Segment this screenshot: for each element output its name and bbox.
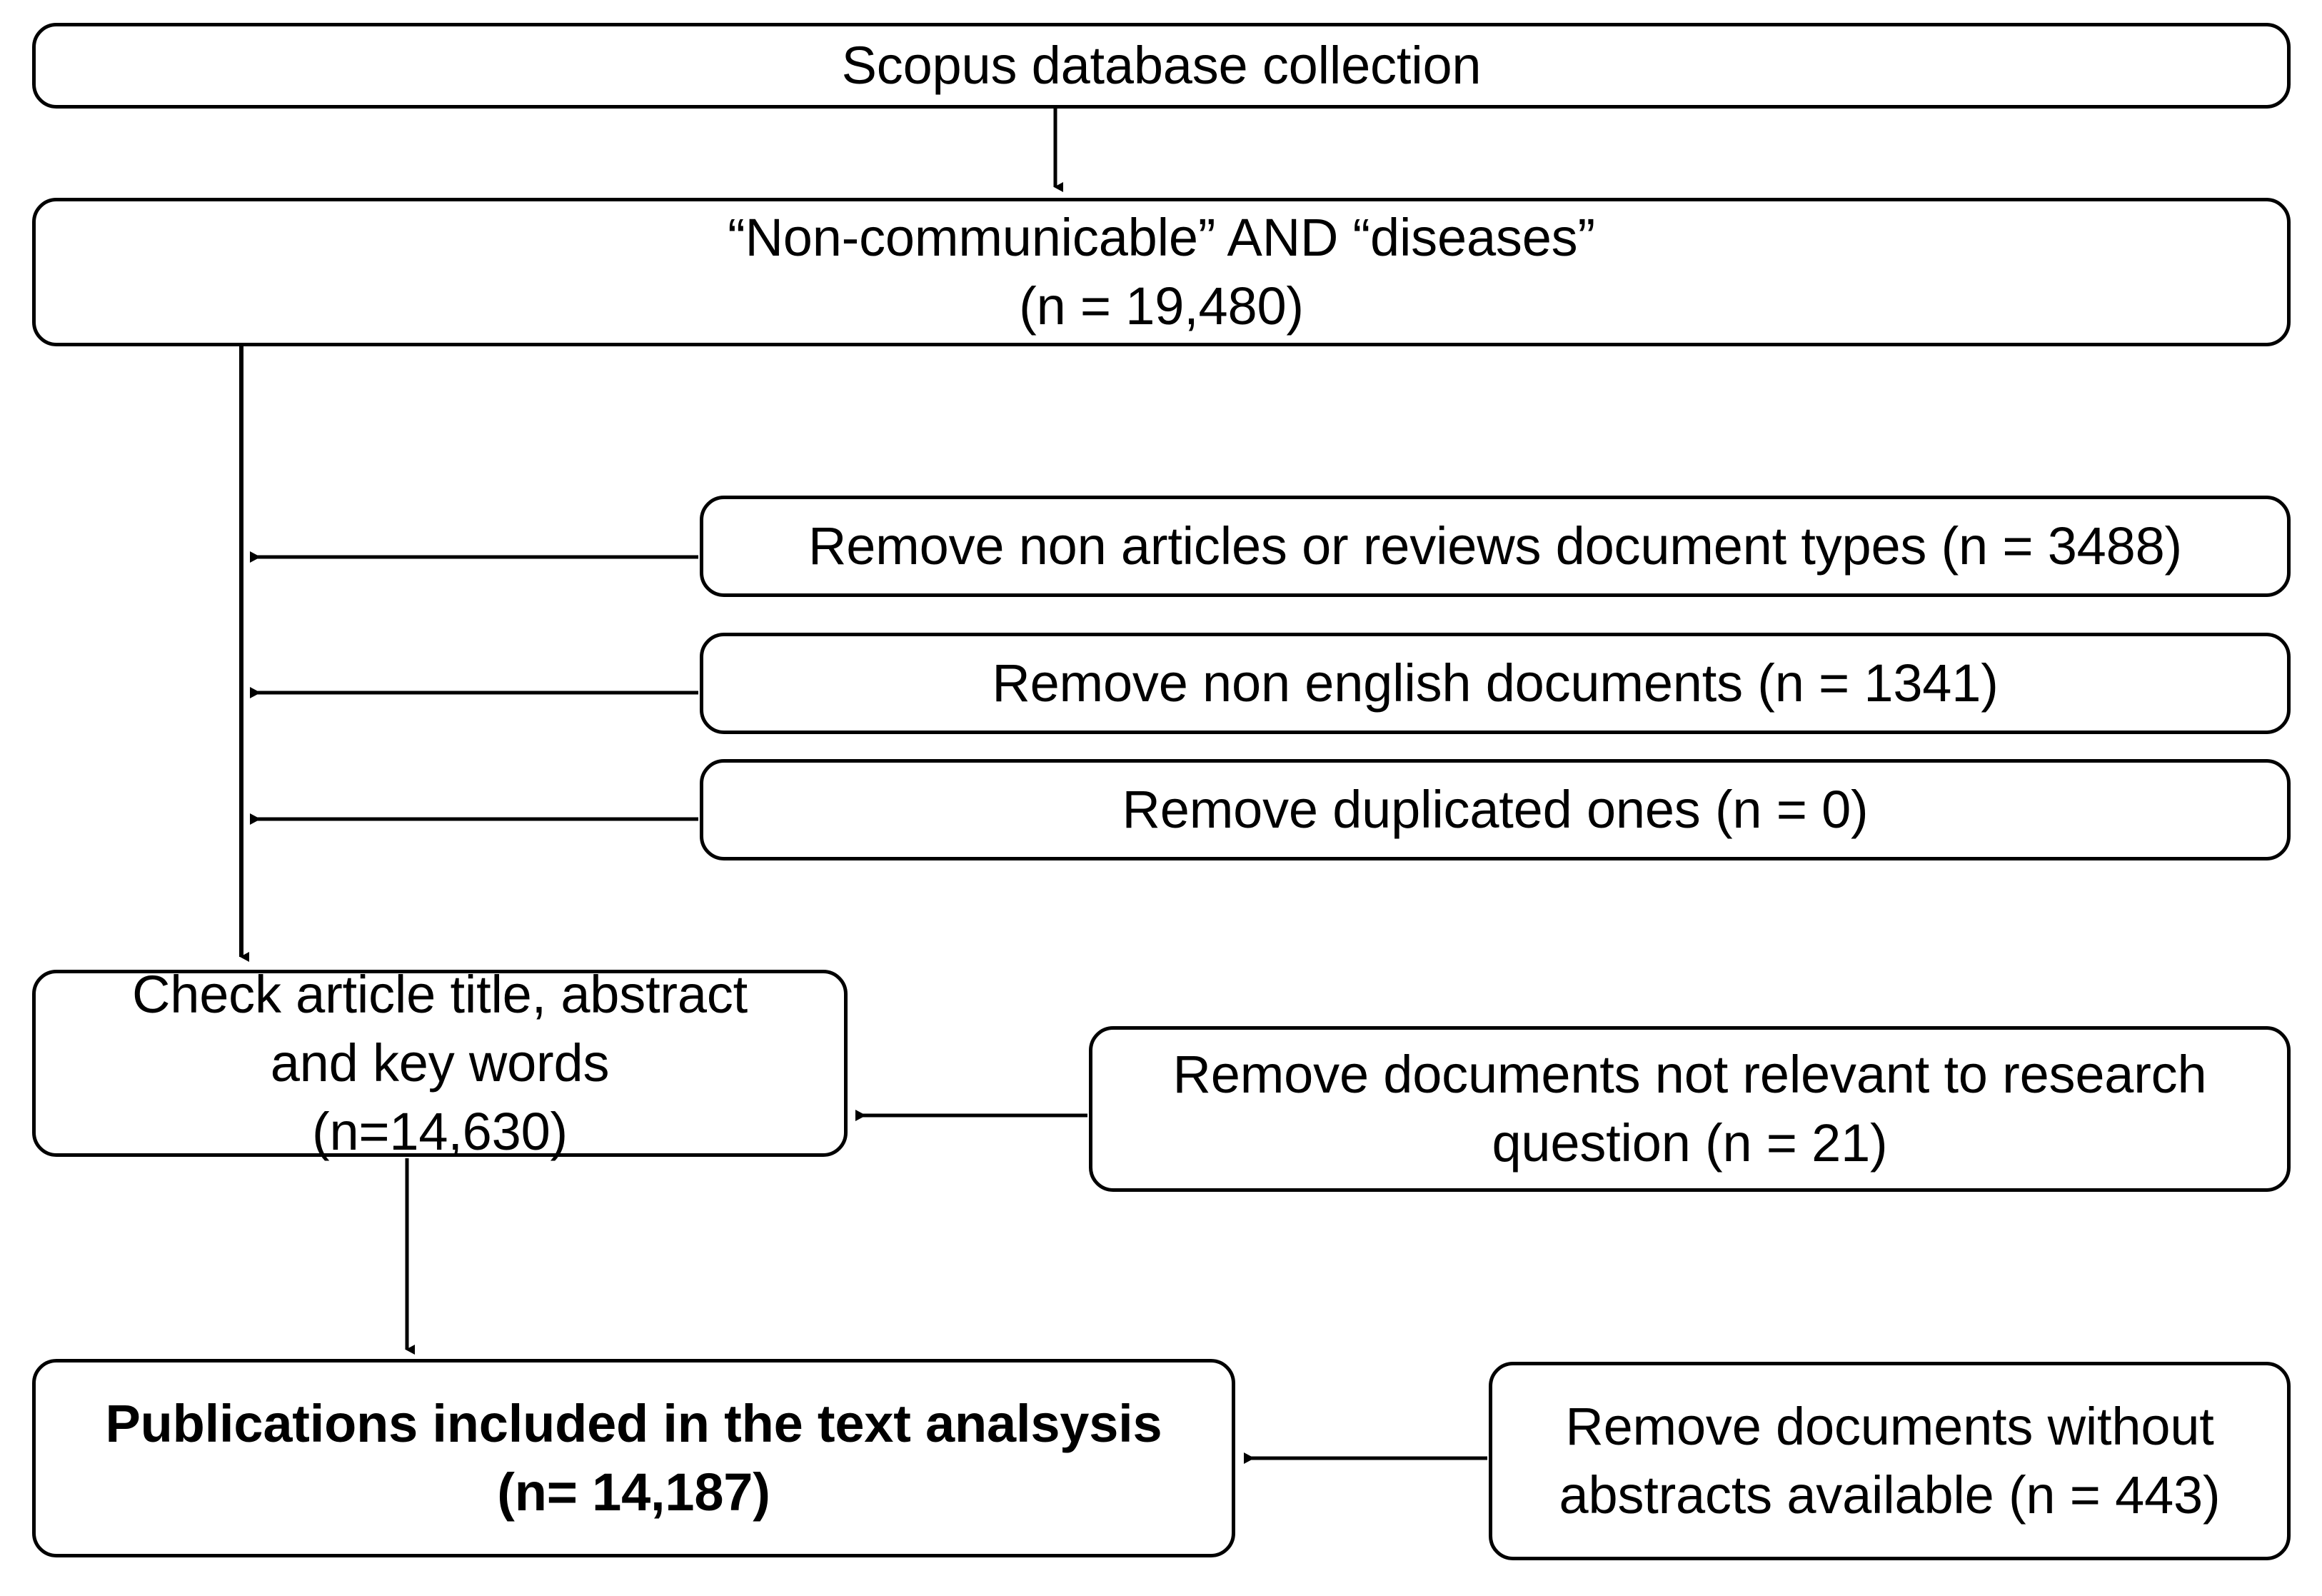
- node-remove-duplicates: Remove duplicated ones (n = 0): [700, 759, 2291, 860]
- node-remove-not-relevant-documents: Remove documents not relevant to researc…: [1089, 1026, 2291, 1192]
- node-remove-documents-without-abstracts: Remove documents without abstracts avail…: [1489, 1362, 2291, 1560]
- node-check-title-abstract-keywords: Check article title, abstract and key wo…: [32, 965, 848, 1161]
- node-remove-non-article-document-types: Remove non articles or reviews document …: [700, 496, 2291, 597]
- node-search-query: “Non-communicable” AND “diseases” (n = 1…: [32, 198, 2291, 346]
- node-scopus-database-collection: Scopus database collection: [32, 23, 2291, 109]
- node-publications-included: Publications included in the text analsy…: [32, 1359, 1235, 1557]
- node-remove-non-english-documents: Remove non english documents (n = 1341): [700, 633, 2291, 734]
